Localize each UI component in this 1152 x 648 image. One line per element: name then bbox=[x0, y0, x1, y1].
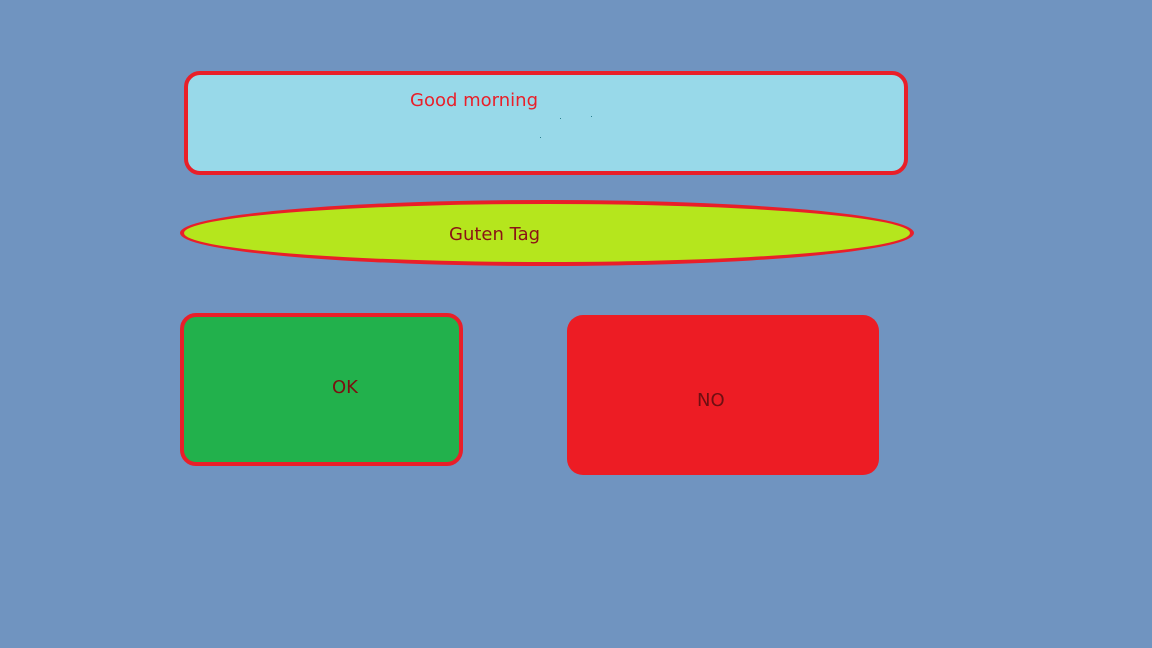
guten-tag-box: Guten Tag bbox=[180, 200, 914, 266]
no-button-label: NO bbox=[697, 390, 725, 411]
greeting-text: Good morning bbox=[410, 90, 538, 111]
guten-tag-text: Guten Tag bbox=[449, 224, 541, 245]
greeting-box: Good morning bbox=[184, 71, 908, 175]
speck-dot bbox=[560, 118, 561, 119]
ok-button-label: OK bbox=[332, 377, 358, 398]
speck-dot bbox=[540, 137, 541, 138]
speck-dot bbox=[591, 116, 592, 117]
ok-button[interactable]: OK bbox=[180, 313, 463, 466]
no-button[interactable]: NO bbox=[567, 315, 879, 475]
